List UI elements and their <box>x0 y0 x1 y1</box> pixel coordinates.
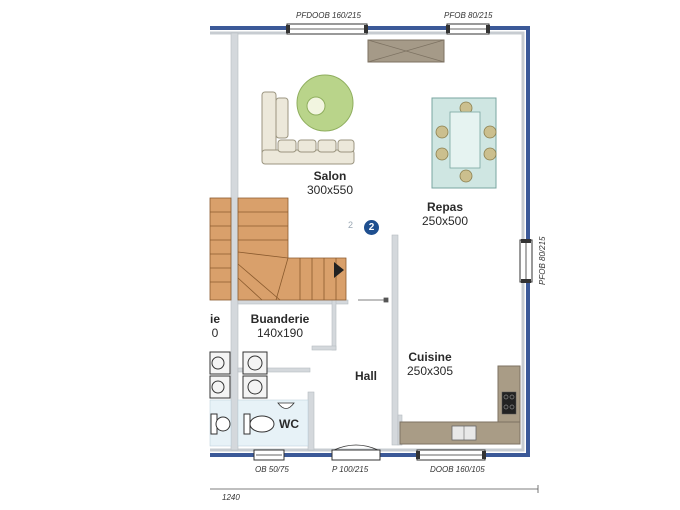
salon-dim: 300x550 <box>306 183 354 197</box>
partial-room-label: ie 0 <box>208 312 222 340</box>
washing-machine-icon <box>209 351 268 399</box>
salon-label: Salon 300x550 <box>300 169 360 197</box>
hall-label: Hall <box>354 369 377 383</box>
opening-top-right-label: PFOB 80/215 <box>444 11 493 20</box>
repas-name: Repas <box>426 200 464 214</box>
opening-bottom-p-label: P 100/215 <box>332 465 369 474</box>
buanderie-dim: 140x190 <box>256 326 304 340</box>
sink-icon <box>451 425 477 441</box>
repas-dim: 250x500 <box>421 214 469 228</box>
buanderie-label: Buanderie 140x190 <box>242 312 318 340</box>
wc-label: WC <box>279 417 299 431</box>
opening-bottom-ob-label: OB 50/75 <box>255 465 289 474</box>
cooktop-icon <box>501 391 517 415</box>
repas-label: Repas 250x500 <box>415 200 475 228</box>
room-number-badge: 2 <box>364 220 379 235</box>
staircase <box>209 197 347 301</box>
dimension-label: 1240 <box>222 493 240 502</box>
dining-table <box>431 97 497 189</box>
bottom-ob-window <box>253 449 285 461</box>
cuisine-label: Cuisine 250x305 <box>400 350 460 378</box>
opening-right-label: PFOB 80/215 <box>538 236 547 285</box>
top-cabinet <box>367 39 445 63</box>
top-right-window <box>446 23 490 35</box>
toilet-icon <box>210 413 275 435</box>
opening-top-left-label: PFDOOB 160/215 <box>296 11 361 20</box>
sofa <box>261 91 355 165</box>
cuisine-dim: 250x305 <box>406 364 454 378</box>
bottom-doob-window <box>416 449 486 461</box>
interior-door-marks <box>358 297 389 303</box>
opening-bottom-doob-label: DOOB 160/105 <box>430 465 485 474</box>
rug <box>296 74 354 132</box>
right-window <box>519 239 533 283</box>
buanderie-name: Buanderie <box>250 312 310 326</box>
bottom-door <box>331 444 381 461</box>
top-left-window <box>286 23 368 35</box>
partial-room-dim: 0 <box>211 326 219 340</box>
ghost-marker: 2 <box>348 220 354 230</box>
partial-room-name: ie <box>209 312 220 326</box>
cuisine-name: Cuisine <box>408 350 452 364</box>
dimension-line <box>210 485 539 493</box>
salon-name: Salon <box>313 169 347 183</box>
handbasin-icon <box>277 402 295 409</box>
